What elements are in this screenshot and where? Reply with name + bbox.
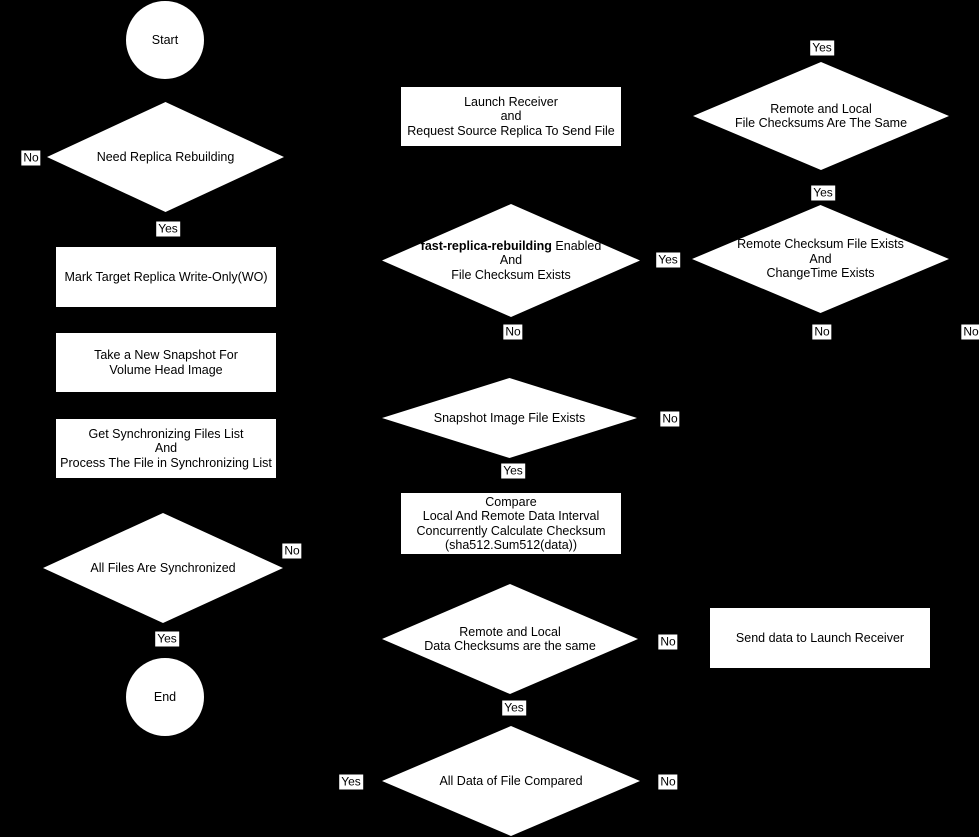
edge-label-no: No	[658, 634, 678, 650]
node-get-sync-files: Get Synchronizing Files List And Process…	[56, 419, 276, 478]
edge-label-no: No	[961, 324, 979, 340]
node-line: Launch Receiver	[464, 94, 558, 109]
node-line: Data Checksums are the same	[424, 639, 596, 653]
node-label: All Data of File Compared	[439, 773, 583, 788]
node-label: Start	[151, 32, 179, 47]
node-line: Compare	[485, 494, 537, 509]
circle-shape	[126, 1, 204, 79]
node-line: File Checksum Exists	[451, 267, 571, 282]
node-line: Request Source Replica To Send File	[407, 123, 615, 138]
node-line: Volume Head Image	[109, 362, 223, 377]
node-compare-checksum: Compare Local And Remote Data Interval C…	[401, 493, 621, 554]
edge-label-yes: Yes	[501, 463, 525, 479]
edge-label-yes: Yes	[811, 185, 835, 201]
node-line: Concurrently Calculate Checksum	[416, 523, 606, 538]
node-send-data: Send data to Launch Receiver	[710, 608, 930, 668]
node-mark-target-replica: Mark Target Replica Write-Only(WO)	[56, 247, 276, 307]
node-label: End	[153, 689, 177, 704]
node-all-data-compared: All Data of File Compared	[382, 726, 640, 836]
node-snapshot-image-exists: Snapshot Image File Exists	[382, 378, 637, 458]
node-fast-replica-rebuilding: fast-replica-rebuilding Enabled And File…	[382, 204, 640, 317]
node-line: fast-replica-rebuilding Enabled	[421, 239, 602, 254]
node-line: File Checksums Are The Same	[734, 116, 908, 130]
node-line: Take a New Snapshot For	[94, 348, 238, 362]
node-line: And	[499, 253, 523, 268]
node-data-checksums-same: Remote and Local Data Checksums are the …	[382, 584, 638, 694]
edge-label-yes: Yes	[156, 221, 180, 237]
node-line: Local And Remote Data Interval	[422, 509, 600, 523]
node-all-files-synchronized: All Files Are Synchronized	[43, 513, 283, 623]
edge-label-yes: Yes	[656, 252, 680, 268]
rect-shape	[710, 608, 930, 668]
node-line: Remote and Local	[770, 101, 872, 116]
node-line: ChangeTime Exists	[766, 266, 875, 281]
rect-shape	[56, 419, 276, 478]
node-label: Send data to Launch Receiver	[735, 630, 905, 645]
node-line: (sha512.Sum512(data))	[444, 538, 578, 552]
node-label: Snapshot Image File Exists	[433, 410, 586, 425]
rect-shape	[401, 493, 621, 554]
rect-shape	[56, 333, 276, 392]
circle-shape	[126, 658, 204, 736]
node-line: Remote and Local	[459, 624, 561, 639]
node-take-snapshot: Take a New Snapshot For Volume Head Imag…	[56, 333, 276, 392]
node-line: Get Synchronizing Files List	[88, 426, 244, 441]
edge-label-no: No	[503, 324, 523, 340]
edge-label-yes: Yes	[155, 631, 179, 647]
node-label-bold: fast-replica-rebuilding	[420, 238, 552, 253]
node-line: and	[500, 109, 522, 124]
node-line: Process The File in Synchronizing List	[60, 455, 272, 470]
edge-label-no: No	[660, 411, 680, 427]
edge-label-yes: Yes	[339, 774, 363, 790]
rect-shape	[56, 247, 276, 307]
node-start: Start	[126, 1, 204, 79]
node-line: And	[154, 441, 178, 456]
node-label-rest: Enabled	[551, 238, 602, 253]
edge-label-no: No	[21, 150, 41, 166]
node-remote-checksum-exists: Remote Checksum File Exists And ChangeTi…	[692, 205, 949, 313]
rect-shape	[401, 87, 621, 146]
node-label: All Files Are Synchronized	[90, 560, 236, 575]
node-end: End	[126, 658, 204, 736]
node-line: And	[809, 251, 832, 266]
node-label: Need Replica Rebuilding	[96, 149, 235, 164]
node-file-checksums-same: Remote and Local File Checksums Are The …	[693, 62, 949, 170]
edge-label-yes: Yes	[810, 40, 834, 56]
edge-label-no: No	[658, 774, 678, 790]
node-launch-receiver: Launch Receiver and Request Source Repli…	[401, 87, 621, 146]
edge-label-no: No	[282, 543, 302, 559]
edge-label-yes: Yes	[502, 700, 526, 716]
node-line: Mark Target Replica Write-Only(WO)	[64, 269, 268, 284]
edge-label-no: No	[812, 324, 832, 340]
node-line: Remote Checksum File Exists	[737, 237, 904, 252]
node-need-replica-rebuilding: Need Replica Rebuilding	[47, 102, 284, 212]
